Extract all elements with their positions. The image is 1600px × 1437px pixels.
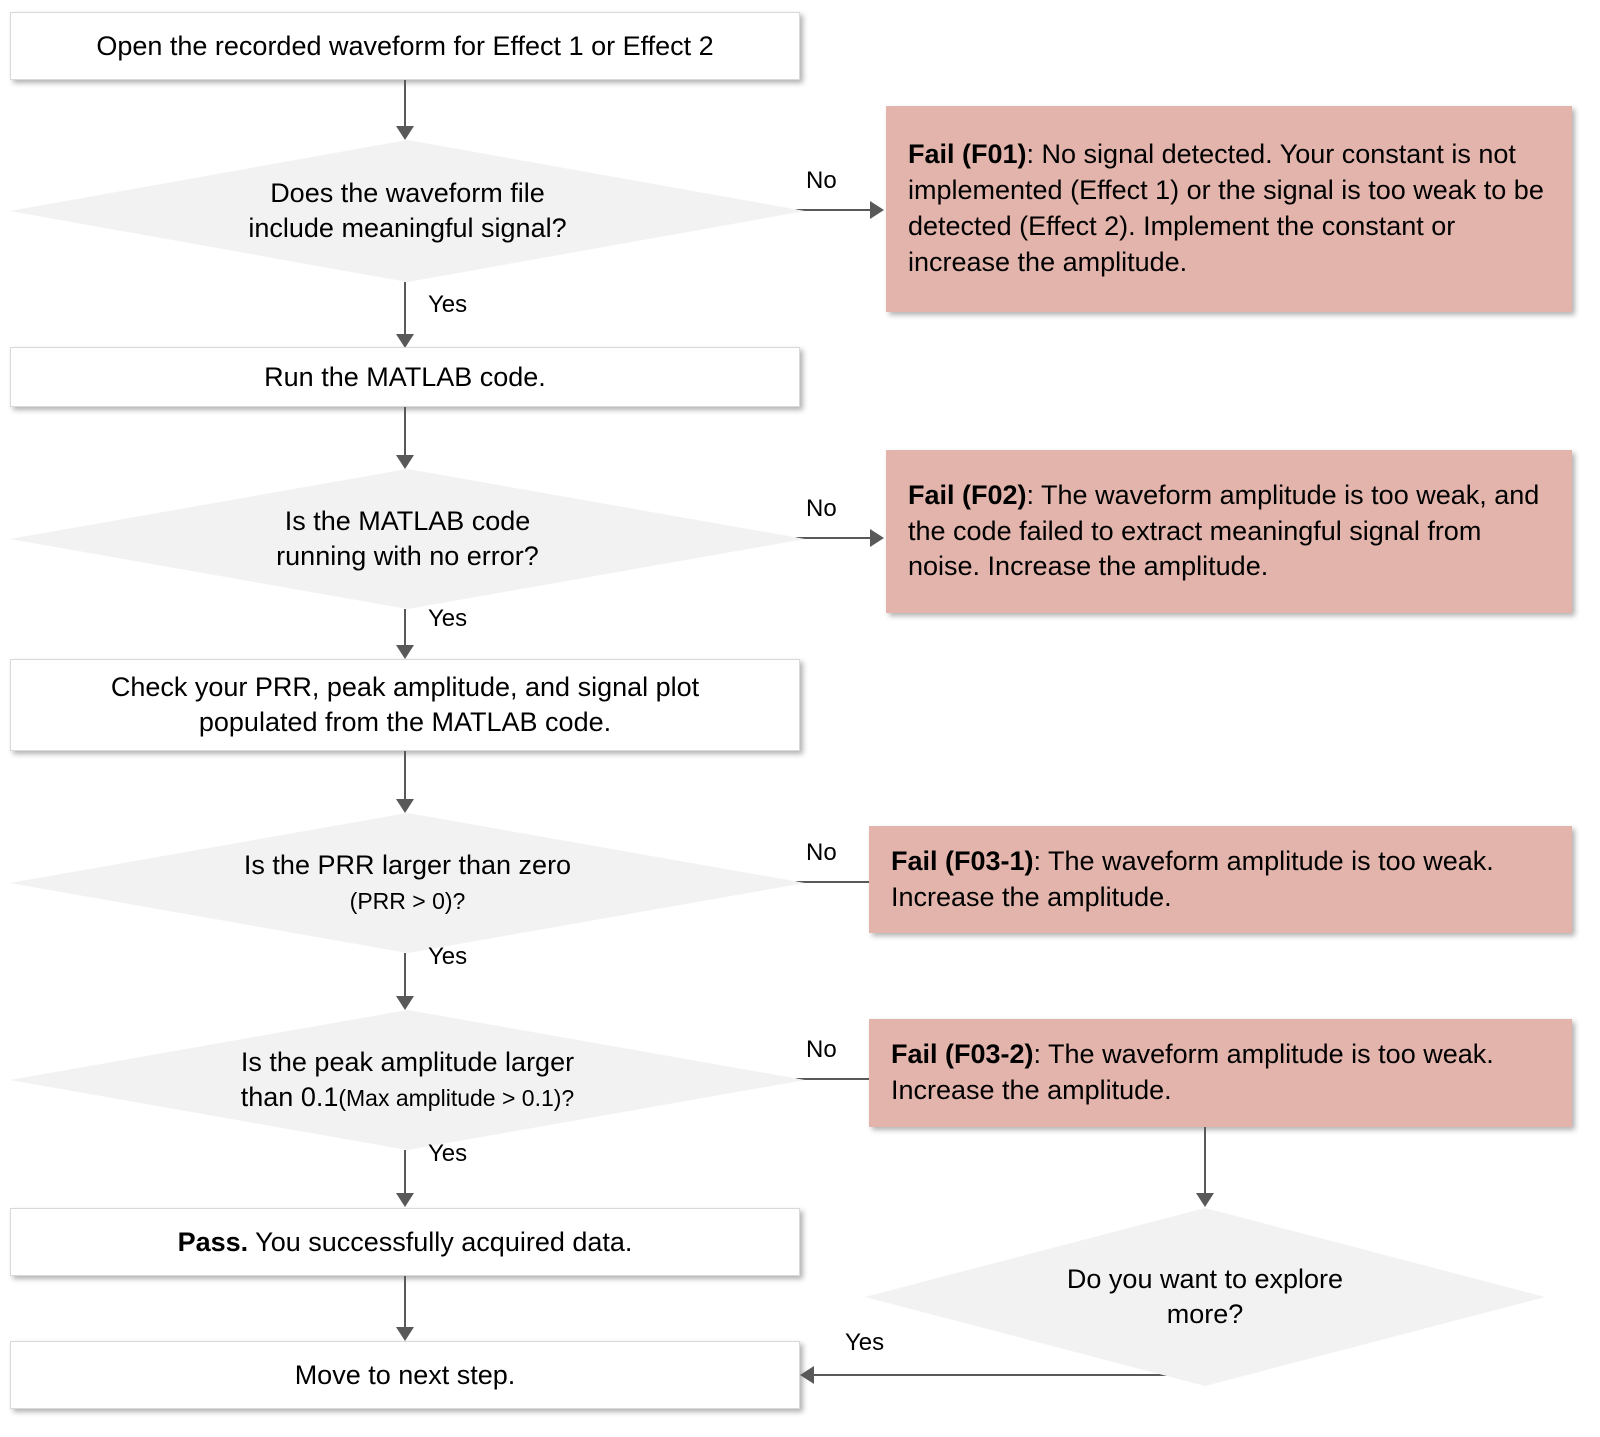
- node-run-matlab-label: Run the MATLAB code.: [264, 361, 546, 392]
- node-check-prr[interactable]: Check your PRR, peak amplitude, and sign…: [10, 659, 800, 751]
- fail-box-f02: Fail (F02): The waveform amplitude is to…: [886, 450, 1572, 613]
- fail-box-f03-2-text: Fail (F03-2): The waveform amplitude is …: [891, 1037, 1554, 1109]
- node-decision-prr-gt-zero[interactable]: Is the PRR larger than zero (PRR > 0)?: [10, 813, 805, 953]
- decision5-line1: Do you want to explore: [1066, 1264, 1344, 1295]
- edge-d3-yes-arrowhead: [396, 996, 414, 1010]
- fail-box-f03-2-label: Fail (F03-2): [891, 1039, 1034, 1070]
- edge-label-d4-no: No: [806, 1036, 837, 1063]
- fail-box-f03-2: Fail (F03-2): The waveform amplitude is …: [869, 1019, 1572, 1127]
- edge-pass-to-next: [404, 1276, 406, 1329]
- node-decision-no-error[interactable]: Is the MATLAB code running with no error?: [10, 469, 805, 609]
- fail-box-f03-1-text: Fail (F03-1): The waveform amplitude is …: [891, 844, 1554, 916]
- node-decision-meaningful-signal[interactable]: Does the waveform file include meaningful…: [10, 140, 805, 282]
- decision3-line1: Is the PRR larger than zero: [243, 850, 572, 881]
- edge-run-to-d2: [404, 407, 406, 457]
- edge-d4-yes-arrowhead: [396, 1193, 414, 1207]
- check-line1: Check your PRR, peak amplitude, and sign…: [110, 672, 700, 703]
- edge-start-to-d1: [404, 80, 406, 128]
- fail-box-f02-body: : The waveform amplitude is too weak, an…: [908, 479, 1540, 582]
- edge-start-to-d1-arrowhead: [396, 126, 414, 140]
- edge-label-d5-yes: Yes: [845, 1329, 885, 1356]
- edge-label-d3-no: No: [806, 839, 837, 866]
- node-decision-prr-gt-zero-label: Is the PRR larger than zero (PRR > 0)?: [244, 848, 571, 917]
- edge-d1-no-arrowhead: [870, 201, 884, 219]
- node-decision-no-error-label: Is the MATLAB code running with no error?: [276, 504, 539, 573]
- decision2-line1: Is the MATLAB code: [284, 506, 531, 537]
- decision5-line2: more?: [1166, 1299, 1244, 1329]
- edge-pass-to-next-arrowhead: [396, 1327, 414, 1341]
- edge-d3-no: [796, 881, 870, 883]
- node-pass[interactable]: Pass. You successfully acquired data.: [10, 1208, 800, 1276]
- node-check-prr-label: Check your PRR, peak amplitude, and sign…: [111, 670, 699, 739]
- edge-d5-yes-arrowhead: [800, 1366, 814, 1384]
- edge-label-d4-yes: Yes: [428, 1140, 468, 1167]
- decision4-line2-small: (Max amplitude > 0.1)?: [338, 1085, 575, 1111]
- check-line2: populated from the MATLAB code.: [198, 707, 612, 737]
- node-move-next-step[interactable]: Move to next step.: [10, 1341, 800, 1409]
- decision4-line1: Is the peak amplitude larger: [240, 1047, 575, 1078]
- fail-box-f03-1-body: : The waveform amplitude is too weak. In…: [891, 845, 1494, 912]
- node-open-waveform[interactable]: Open the recorded waveform for Effect 1 …: [10, 12, 800, 80]
- edge-check-to-d3-arrowhead: [396, 799, 414, 813]
- edge-d1-no: [796, 209, 870, 211]
- node-decision-explore-more[interactable]: Do you want to explore more?: [865, 1208, 1545, 1386]
- node-decision-meaningful-signal-label: Does the waveform file include meaningful…: [248, 176, 566, 245]
- fail-box-f03-2-body: : The waveform amplitude is too weak. In…: [891, 1039, 1494, 1105]
- fail-box-f02-text: Fail (F02): The waveform amplitude is to…: [908, 478, 1554, 586]
- decision1-line2: include meaningful signal?: [248, 213, 567, 243]
- edge-label-d2-yes: Yes: [428, 605, 468, 632]
- edge-check-to-d3: [404, 751, 406, 801]
- node-open-waveform-label: Open the recorded waveform for Effect 1 …: [96, 30, 714, 61]
- fail-box-f01-body: : No signal detected. Your constant is n…: [908, 139, 1544, 277]
- node-move-next-step-label: Move to next step.: [294, 1359, 516, 1390]
- edge-label-d3-yes: Yes: [428, 943, 468, 970]
- edge-label-d2-no: No: [806, 495, 837, 522]
- edge-label-d1-no: No: [806, 167, 837, 194]
- edge-d2-yes: [404, 609, 406, 657]
- fail-box-f02-label: Fail (F02): [908, 479, 1027, 510]
- decision4-line2-main: than 0.1: [240, 1082, 339, 1112]
- node-pass-bold: Pass.: [177, 1226, 249, 1257]
- edge-d4-yes: [404, 1150, 406, 1197]
- edge-d2-no: [796, 537, 870, 539]
- decision1-line1: Does the waveform file: [270, 178, 545, 209]
- fail-box-f03-1-label: Fail (F03-1): [891, 845, 1034, 876]
- node-decision-peak-amplitude[interactable]: Is the peak amplitude larger than 0.1(Max…: [10, 1010, 805, 1150]
- fail-box-f03-1: Fail (F03-1): The waveform amplitude is …: [869, 826, 1572, 933]
- edge-d2-yes-arrowhead: [396, 645, 414, 659]
- edge-d5-yes-horizontal: [814, 1374, 1206, 1376]
- node-run-matlab[interactable]: Run the MATLAB code.: [10, 347, 800, 407]
- fail-box-f01-text: Fail (F01): No signal detected. Your con…: [908, 137, 1554, 281]
- edge-f03-2-to-d5-arrowhead: [1196, 1193, 1214, 1207]
- node-decision-explore-more-label: Do you want to explore more?: [1067, 1262, 1343, 1331]
- edge-d3-yes: [404, 953, 406, 1000]
- edge-label-d1-yes: Yes: [428, 291, 468, 318]
- node-pass-rest: You successfully acquired data.: [248, 1226, 633, 1257]
- fail-box-f01-label: Fail (F01): [908, 139, 1027, 170]
- decision3-line2: (PRR > 0)?: [349, 888, 466, 914]
- edge-f03-2-to-d5: [1204, 1127, 1206, 1195]
- node-decision-peak-amplitude-label: Is the peak amplitude larger than 0.1(Max…: [241, 1045, 574, 1114]
- edge-d4-no: [796, 1078, 870, 1080]
- decision2-line2: running with no error?: [276, 541, 539, 571]
- edge-d1-yes-arrowhead: [396, 334, 414, 348]
- edge-run-to-d2-arrowhead: [396, 455, 414, 469]
- edge-d2-no-arrowhead: [870, 529, 884, 547]
- node-pass-label: Pass. You successfully acquired data.: [178, 1225, 633, 1260]
- edge-d1-yes: [404, 282, 406, 336]
- fail-box-f01: Fail (F01): No signal detected. Your con…: [886, 106, 1572, 312]
